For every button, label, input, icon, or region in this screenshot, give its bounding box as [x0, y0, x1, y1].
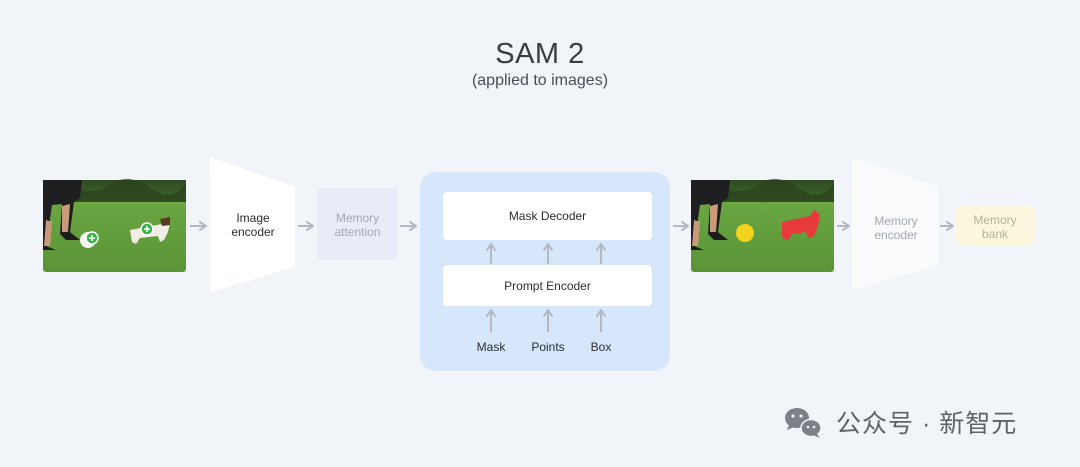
image-encoder-label: Image encoder [231, 211, 275, 239]
input-box-label: Box [590, 340, 612, 354]
diagram-subtitle: (applied to images) [471, 72, 609, 89]
input-image [43, 178, 186, 272]
diagram-title: SAM 2 [495, 38, 585, 70]
output-image [691, 178, 834, 272]
prompt-encoder-box: Prompt Encoder [443, 265, 652, 306]
input-mask-label: Mask [476, 340, 506, 354]
memory-attention-label: Memory attention [334, 211, 381, 239]
memory-encoder-label: Memory encoder [874, 214, 918, 242]
prompt-encoder-label: Prompt Encoder [504, 278, 591, 293]
wechat-icon [785, 408, 822, 438]
memory-bank-block [955, 206, 1035, 246]
memory-encoder-block [852, 157, 938, 290]
dog-mask [782, 210, 820, 240]
memory-bank-label: Memory bank [973, 213, 1017, 241]
ball-mask [736, 224, 754, 242]
memory-attention-block [317, 188, 398, 260]
watermark-text: 公众号 · 新智元 [836, 410, 1018, 438]
image-encoder-block [210, 157, 295, 292]
mask-decoder-box: Mask Decoder [443, 192, 652, 240]
watermark: 公众号 · 新智元 [784, 404, 1017, 440]
mask-decoder-label: Mask Decoder [508, 209, 587, 223]
input-points-label: Points [531, 340, 565, 354]
